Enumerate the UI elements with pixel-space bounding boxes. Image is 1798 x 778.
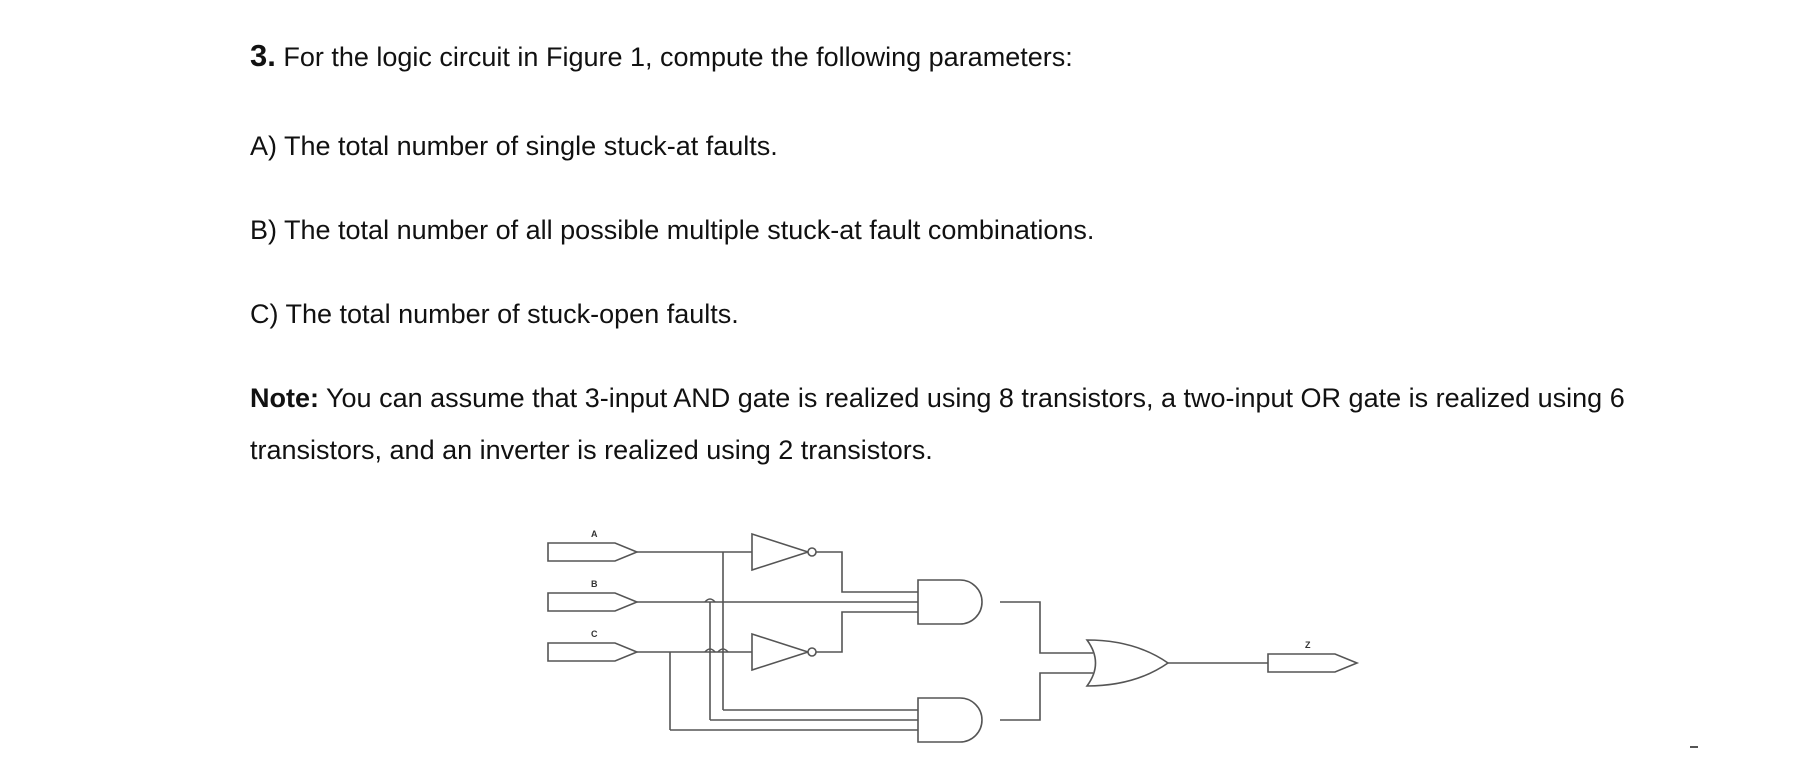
question-text: For the logic circuit in Figure 1, compu…: [275, 42, 1073, 72]
output-label-z: Z: [1305, 640, 1311, 650]
or-gate: [1085, 639, 1170, 687]
inverter-gate-c: [751, 632, 811, 672]
inverter-bubble-a: [807, 547, 817, 557]
circuit-wires: [637, 551, 1268, 731]
question-number: 3.: [250, 38, 276, 73]
question-title: 3. For the logic circuit in Figure 1, co…: [250, 30, 1073, 83]
inverter-bubble-c: [807, 647, 817, 657]
note-text: You can assume that 3-input AND gate is …: [250, 383, 1625, 465]
input-label-a: A: [591, 529, 598, 539]
and-gate-bottom: [917, 697, 983, 743]
note-label: Note:: [250, 383, 319, 413]
page-mark: [1690, 746, 1698, 748]
input-port-a: [547, 542, 640, 562]
input-label-b: B: [591, 579, 598, 589]
input-port-c: [547, 642, 640, 662]
item-c: C) The total number of stuck-open faults…: [250, 299, 739, 329]
item-b: B) The total number of all possible mult…: [250, 215, 1095, 245]
inverter-gate-a: [751, 532, 811, 572]
and-gate-top: [917, 579, 983, 625]
input-label-c: C: [591, 629, 598, 639]
input-port-b: [547, 592, 640, 612]
note-paragraph: Note: You can assume that 3-input AND ga…: [250, 372, 1670, 476]
item-a: A) The total number of single stuck-at f…: [250, 131, 778, 161]
output-port-z: [1267, 653, 1360, 673]
